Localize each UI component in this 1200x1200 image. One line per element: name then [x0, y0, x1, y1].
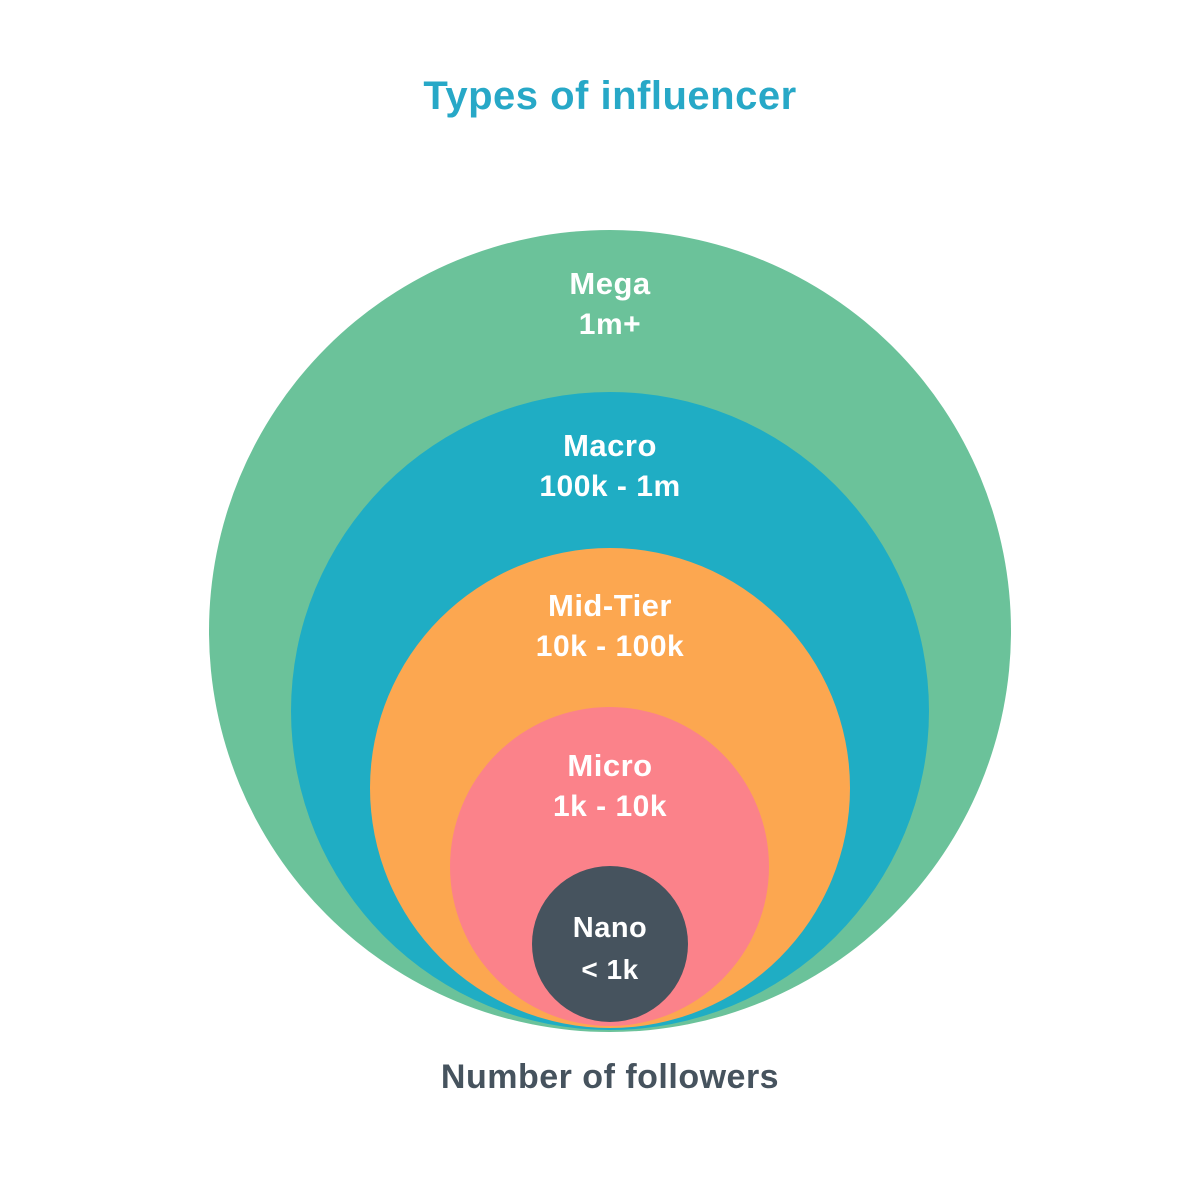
page-title: Types of influencer: [423, 74, 797, 118]
macro-label: Macro 100k - 1m: [410, 425, 810, 507]
mega-tier-name: Mega: [569, 266, 651, 301]
nano-tier-name: Nano: [572, 912, 648, 944]
mid-tier-label: Mid-Tier 10k - 100k: [410, 585, 810, 667]
macro-tier-range: 100k - 1m: [539, 470, 681, 503]
nano-circle: [532, 866, 688, 1022]
nano-label: Nano < 1k: [410, 908, 810, 990]
micro-label: Micro 1k - 10k: [410, 745, 810, 827]
mega-label: Mega 1m+: [410, 263, 810, 345]
micro-tier-range: 1k - 10k: [552, 790, 668, 823]
x-axis-caption: Number of followers: [440, 1058, 780, 1096]
mid-tier-tier-name: Mid-Tier: [548, 588, 672, 623]
micro-tier-name: Micro: [567, 748, 653, 783]
mega-tier-range: 1m+: [578, 308, 642, 341]
nano-tier-range: < 1k: [581, 954, 639, 985]
macro-tier-name: Macro: [563, 428, 657, 463]
mid-tier-tier-range: 10k - 100k: [535, 630, 685, 663]
